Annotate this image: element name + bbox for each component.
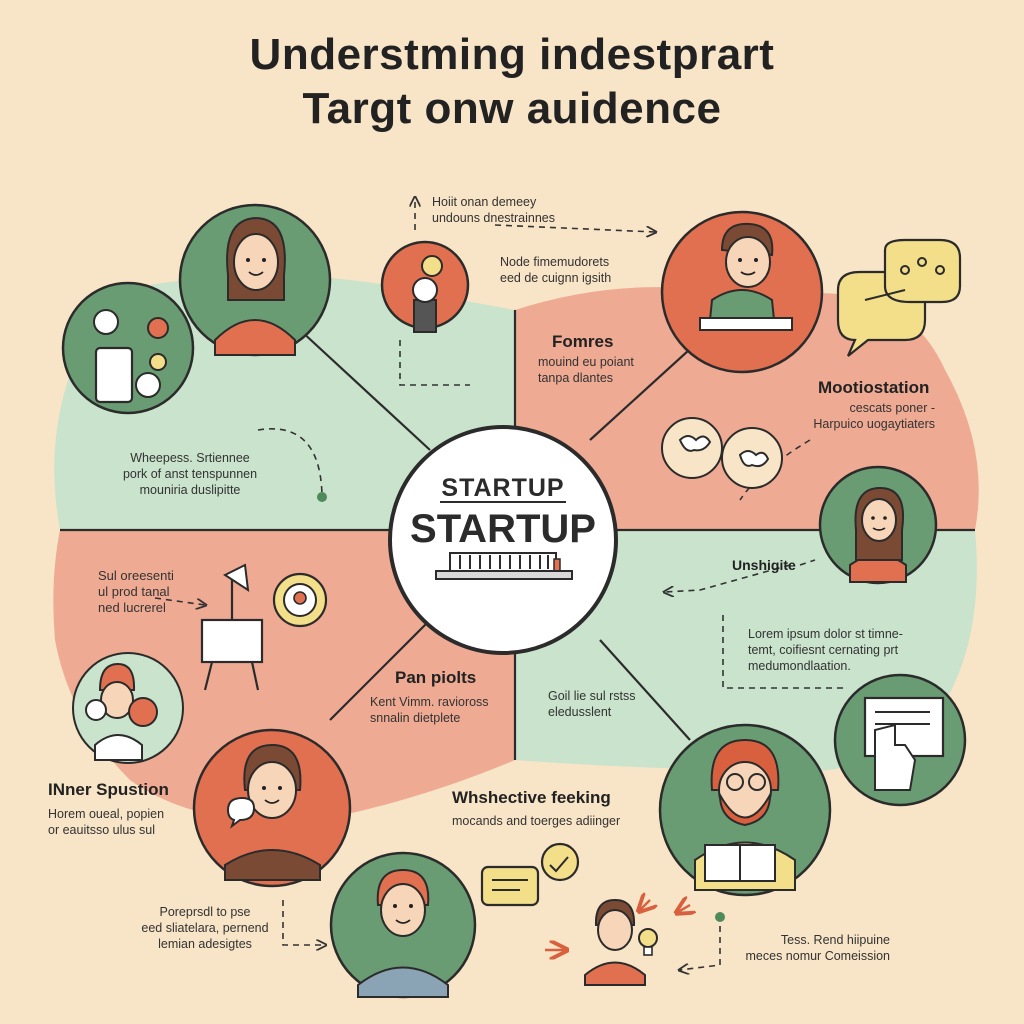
avatar-person-bulb-bottom <box>584 898 658 986</box>
startup-rule <box>440 501 566 503</box>
body-pan-piolts: Kent Vimm. ravioross snnalin dietplete <box>370 695 489 725</box>
icon-thought-bubbles-right <box>661 417 783 489</box>
body-motivation: cescats poner - Harpuico uogaytiaters <box>813 401 935 431</box>
body-right-mid: Lorem ipsum dolor st timne- temt, coifie… <box>748 627 903 673</box>
speech-bubbles-bottom <box>480 842 580 907</box>
speech-bubbles-top-right <box>836 238 962 357</box>
avatar-man-bottom <box>329 851 477 999</box>
label-top-mid-2: Node fimemudorets eed de cuignn igsith <box>500 255 612 285</box>
body-whshective: mocands and toerges adiinger <box>452 814 621 828</box>
startup-label-small: STARTUP <box>441 474 565 502</box>
avatar-man-gears-left <box>72 652 184 764</box>
avatar-man-top-right <box>660 210 824 374</box>
heading-inner-spustion: INner Spustion <box>48 780 169 799</box>
page-title-line-1: Understming indestprart <box>249 30 775 79</box>
icon-easel-left <box>200 563 328 691</box>
heading-pan-piolts: Pan piolts <box>395 668 477 687</box>
avatar-woman-top-left <box>178 203 332 357</box>
body-fomres: mouind eu poiant tanpa dlantes <box>538 355 634 385</box>
avatar-woman-bottom-left <box>192 728 352 888</box>
page-title-line-2: Targt onw auidence <box>302 84 722 133</box>
icon-lighthouse-top <box>380 240 470 333</box>
body-bottom-right: Tess. Rend hiipuine meces nomur Comeissi… <box>745 933 891 963</box>
icon-devices-left <box>61 281 195 415</box>
body-goil: Goil lie sul rstss eledusslent <box>548 689 636 719</box>
startup-center-node: STARTUP STARTUP <box>388 425 618 655</box>
body-left-mid: Sul oreesenti ul prod tanal ned lucrerel <box>98 568 174 615</box>
label-top-mid-1: Hoiit onan demeey undouns dnestrainnes <box>432 195 556 225</box>
heading-unshigite: Unshigite <box>732 557 796 573</box>
heading-fomres: Fomres <box>552 332 614 351</box>
avatar-bearded-man-bottom-right <box>658 723 832 897</box>
heading-motivation: Mootiostation <box>818 378 930 397</box>
body-inner-spustion: Horem oueal, popien or eauitsso ulus sul <box>48 807 165 837</box>
avatar-woman-right <box>818 465 938 585</box>
body-bottom-left: Poreprsdl to pse eed sliatelara, pernend… <box>141 905 269 951</box>
startup-label-large: STARTUP <box>410 507 596 551</box>
heading-whshective: Whshective feeking <box>452 788 611 807</box>
body-left-upper: Wheepess. Srtiennee pork of anst tenspun… <box>122 451 258 497</box>
bg-region-salmon-lower-left <box>53 530 515 822</box>
icon-document-hand-right <box>833 673 967 807</box>
building-icon <box>435 552 573 580</box>
